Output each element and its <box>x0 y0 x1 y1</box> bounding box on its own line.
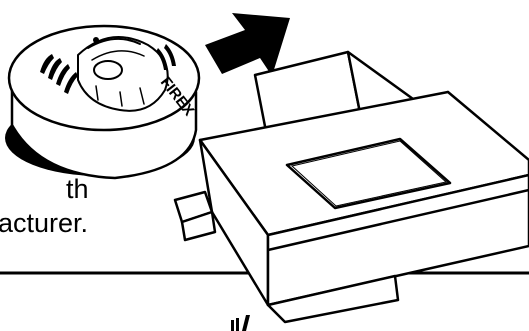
caption-line-2: acturer. <box>0 208 88 238</box>
smoke-detector <box>5 26 199 178</box>
signal-bars-icon <box>231 315 250 331</box>
caption-line-1: th <box>66 174 89 204</box>
arrow-icon <box>205 13 290 76</box>
led-indicator-icon <box>93 37 99 43</box>
